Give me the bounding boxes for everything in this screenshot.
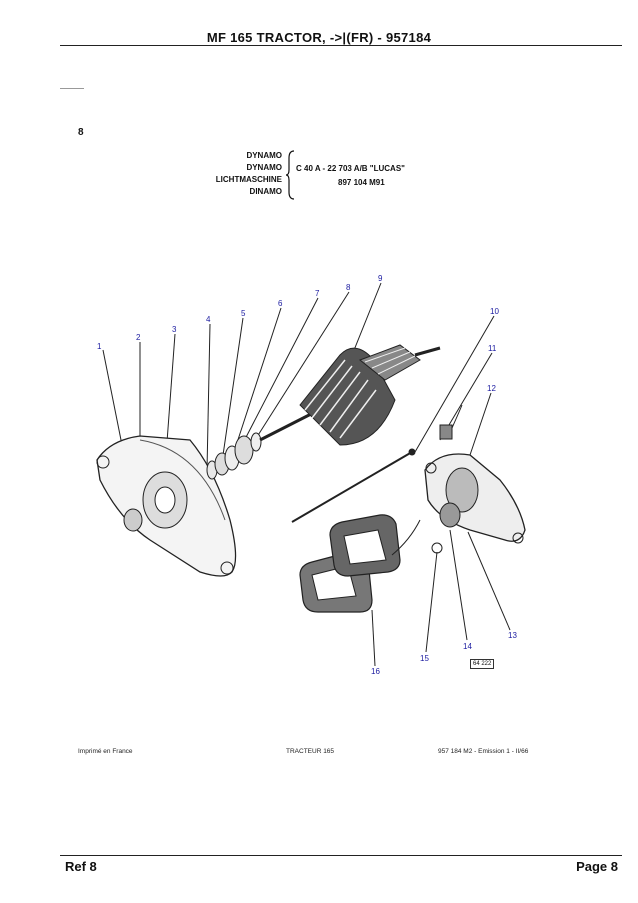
callout-9: 9 — [378, 274, 383, 283]
parts-title-block: DYNAMO DYNAMO LICHTMASCHINE DINAMO C 40 … — [180, 150, 460, 202]
title-name-es: DINAMO — [249, 187, 282, 196]
callout-11: 11 — [488, 344, 497, 353]
scan-mark — [60, 88, 84, 89]
part-reference: C 40 A - 22 703 A/B "LUCAS" — [296, 164, 405, 173]
callout-3: 3 — [172, 325, 177, 334]
print-footer-center: TRACTEUR 165 — [286, 748, 335, 755]
callout-12: 12 — [487, 384, 496, 393]
footer-rule — [60, 855, 622, 856]
callout-4: 4 — [206, 315, 211, 324]
header-rule — [60, 45, 622, 46]
part-code: 897 104 M91 — [338, 178, 385, 187]
callout-1: 1 — [97, 342, 102, 351]
print-footer-right: 957 184 M2 - Emission 1 - II/66 — [438, 748, 529, 755]
callout-5: 5 — [241, 309, 246, 318]
page-header-title: MF 165 TRACTOR, ->|(FR) - 957184 — [206, 30, 432, 45]
callout-14: 14 — [463, 642, 472, 651]
callout-8: 8 — [346, 283, 351, 292]
page-marker: 8 — [78, 127, 84, 138]
title-name-en: DYNAMO — [246, 151, 282, 160]
drawing-stamp: 64 222 — [470, 659, 495, 669]
callout-10: 10 — [490, 307, 499, 316]
callout-16: 16 — [371, 667, 380, 676]
brace-icon — [286, 150, 295, 200]
callout-2: 2 — [136, 333, 141, 342]
title-name-fr: DYNAMO — [246, 163, 282, 172]
callout-13: 13 — [508, 631, 517, 640]
title-names: DYNAMO DYNAMO LICHTMASCHINE DINAMO — [180, 150, 282, 198]
callout-15: 15 — [420, 654, 429, 663]
callout-6: 6 — [278, 299, 283, 308]
title-name-de: LICHTMASCHINE — [215, 175, 282, 184]
print-footer-left: Imprimé en France — [78, 748, 133, 755]
footer-ref: Ref 8 — [65, 859, 97, 874]
callout-7: 7 — [315, 289, 320, 298]
footer-page: Page 8 — [576, 859, 618, 874]
